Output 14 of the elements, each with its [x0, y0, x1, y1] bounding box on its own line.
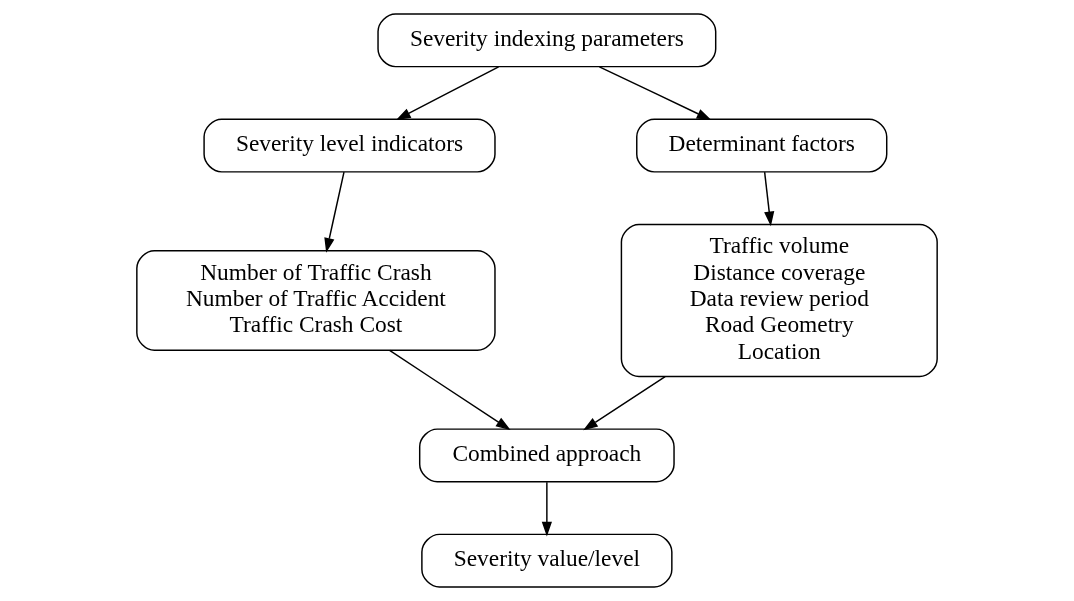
node-box: Severity indexing parameters — [377, 13, 717, 68]
node-box: Severity value/level — [421, 533, 673, 588]
arrow — [324, 171, 345, 253]
node-box: Number of Traffic Crash Number of Traffic Accident Traffic Crash Cost — [136, 250, 496, 351]
arrow — [396, 66, 500, 120]
arrow — [583, 375, 666, 431]
node-box: Severity level indicators — [203, 118, 496, 173]
node-box: Determinant factors — [636, 118, 888, 173]
arrow — [541, 481, 552, 537]
arrow — [598, 66, 712, 121]
node-box: Traffic volume Distance coverage Data review period Road Geometry Location — [620, 223, 938, 378]
arrow — [388, 349, 511, 431]
arrow — [763, 171, 775, 227]
node-box: Combined approach — [418, 428, 675, 483]
